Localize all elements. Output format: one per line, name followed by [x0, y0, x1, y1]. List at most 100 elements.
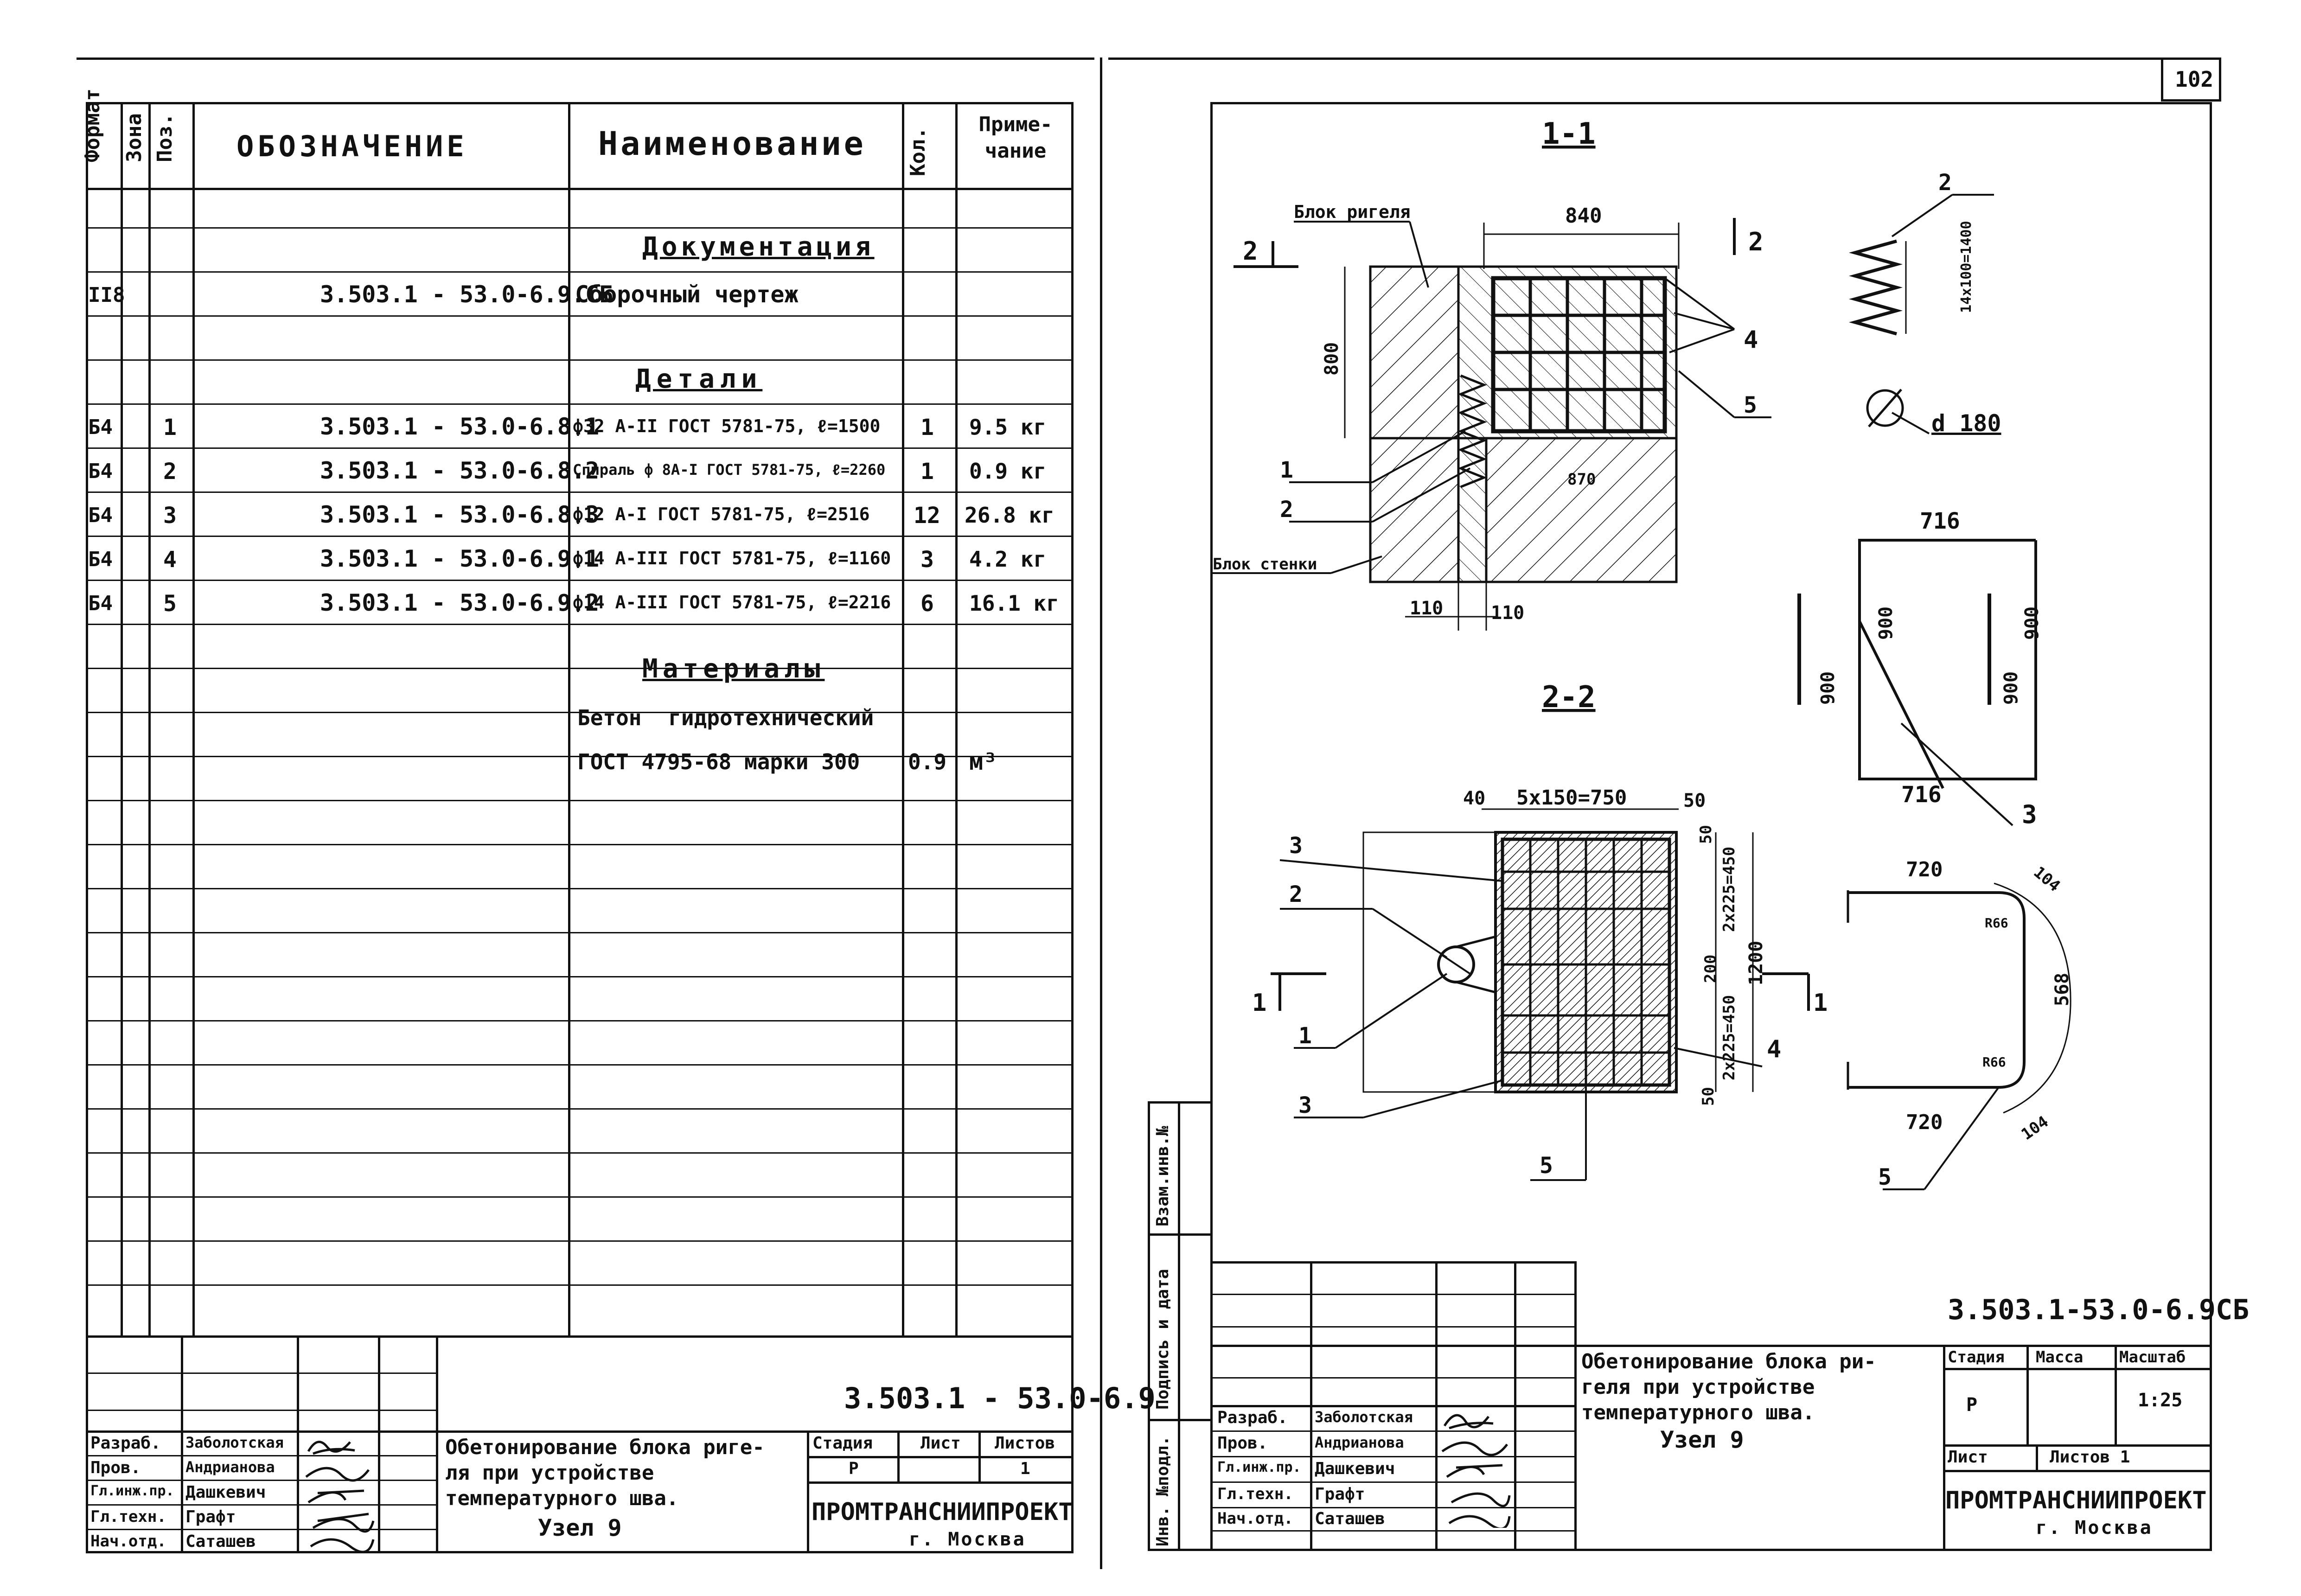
row-qty: 12: [914, 503, 940, 529]
dim-104-bottom: 104: [2018, 1112, 2052, 1144]
row-designation: 3.503.1 - 53.0-6.8.2: [320, 457, 600, 484]
row-name: ф12 А-I ГОСТ 5781-75, ℓ=2516: [573, 504, 870, 524]
row-name: ф32 А-II ГОСТ 5781-75, ℓ=1500: [573, 416, 881, 436]
rigel-block: [1369, 265, 1460, 440]
stamp-city: г. Москва: [2036, 1517, 2153, 1539]
stamp-line: [86, 1480, 436, 1481]
col-line: [955, 102, 958, 1335]
stamp-line: [807, 1481, 1074, 1484]
r66-top: R66: [1985, 915, 2008, 931]
dim-800: 800: [1321, 342, 1342, 376]
leader: [1674, 312, 1735, 330]
row-format: Б4: [88, 592, 113, 615]
doc-format: II8: [88, 283, 125, 307]
row-line: [86, 403, 1074, 405]
row-note: 9.5 кг: [969, 415, 1047, 440]
dim-1200: 1200: [1745, 941, 1767, 985]
r66-bottom: R66: [1982, 1054, 2006, 1070]
stamp-line: [1943, 1345, 1945, 1551]
dim-720-bottom: 720: [1906, 1111, 1943, 1134]
dim-110-right: 110: [1491, 602, 1524, 624]
row-line: [86, 668, 1074, 669]
row-line: [86, 1020, 1074, 1021]
stamp-line: [86, 1455, 436, 1456]
stamp-person: Заболотская: [185, 1434, 284, 1451]
wall-block: [1369, 437, 1460, 583]
row-line: [86, 888, 1074, 889]
row-line: [86, 1064, 1074, 1066]
left-sheet-divider: [1100, 57, 1102, 1569]
bar-pos3: [1858, 539, 2037, 780]
pos-label: 2: [1289, 881, 1303, 907]
row-line: [86, 800, 1074, 801]
leader: [1372, 467, 1470, 523]
stamp-sheets-label: Листов: [995, 1434, 1055, 1453]
stamp-line: [1943, 1368, 2212, 1370]
stamp-line: [1943, 1444, 2212, 1447]
stamp-line: [1213, 1430, 1574, 1432]
header-zone: Зона: [122, 113, 146, 162]
section-mark: 2: [1748, 227, 1764, 256]
stamp-role: Нач.отд.: [90, 1532, 166, 1551]
signature-scribbles: [305, 1441, 375, 1553]
row-pos: 5: [163, 591, 177, 617]
stamp-line: [378, 1335, 380, 1553]
dim-840: 840: [1565, 204, 1602, 228]
leader: [1372, 430, 1466, 483]
section-2-2-title: 2-2: [1542, 680, 1596, 715]
stamp-title-line: Узел 9: [538, 1514, 622, 1541]
stamp-role: Нач.отд.: [1217, 1509, 1293, 1528]
row-qty: 1: [920, 415, 934, 440]
stamp-line: [1213, 1377, 1574, 1379]
stamp-person: Дашкевич: [1315, 1459, 1395, 1478]
col-line: [192, 102, 195, 1335]
signature-scribbles: [1441, 1414, 1511, 1528]
stamp-role: Гл.инж.пр.: [1217, 1459, 1301, 1475]
stamp-stage: Р: [1966, 1394, 1978, 1416]
block-rigel-label: Блок ригеля: [1294, 202, 1411, 222]
bar-pos5: [1848, 891, 2026, 1089]
leader: [1924, 1086, 2000, 1190]
side-label-sign: Подпись и дата: [1153, 1269, 1172, 1410]
leader: [1664, 277, 1735, 330]
leader: [1674, 1047, 1763, 1067]
section-materials: Материалы: [642, 654, 825, 684]
side-strip: [1148, 1101, 1213, 1551]
stamp-line: [1213, 1345, 2212, 1347]
stamp-line: [86, 1529, 436, 1530]
stamp-role: Гл.техн.: [90, 1507, 166, 1526]
diameter-icon-slash: [1868, 389, 1902, 428]
material-line2: ГОСТ 4795-68 марки 300: [577, 749, 860, 774]
row-designation: 3.503.1 - 53.0-6.9.1: [320, 545, 600, 572]
stamp-role: Разраб.: [1217, 1408, 1288, 1427]
dim-2x225-bottom: 2x225=450: [1720, 995, 1739, 1080]
row-line: [86, 492, 1074, 493]
pos-label: 3: [1289, 833, 1303, 859]
header-qty: Кол.: [906, 127, 930, 176]
section-1-1-title: 1-1: [1542, 117, 1596, 151]
row-format: Б4: [88, 460, 113, 483]
row-line: [86, 1152, 1074, 1154]
row-pos: 3: [163, 503, 177, 529]
leader: [1678, 370, 1735, 418]
row-note: 16.1 кг: [969, 591, 1059, 616]
spiral-dim: 14x100=1400: [1958, 221, 1975, 313]
stamp-role: Пров.: [90, 1458, 141, 1477]
row-line: [86, 315, 1074, 317]
dim-50-bottom: 50: [1699, 1087, 1718, 1106]
pos-label: 5: [1540, 1153, 1553, 1179]
row-qty: 3: [920, 547, 934, 573]
row-line: [86, 756, 1074, 757]
pos-label: 2: [1938, 170, 1952, 196]
specification-table: [86, 102, 1074, 1553]
col-line: [568, 102, 570, 1335]
stamp-line: [1213, 1481, 1574, 1483]
side-strip-line: [1148, 1419, 1213, 1421]
stamp-person: Саташев: [1315, 1509, 1385, 1528]
stamp-line: [2036, 1444, 2038, 1470]
row-line: [86, 359, 1074, 361]
pos-label: 3: [1298, 1092, 1312, 1118]
header-note: Приме- чание: [978, 113, 1053, 163]
stamp-line: [86, 1335, 1074, 1338]
stamp-line: [1213, 1507, 1574, 1508]
